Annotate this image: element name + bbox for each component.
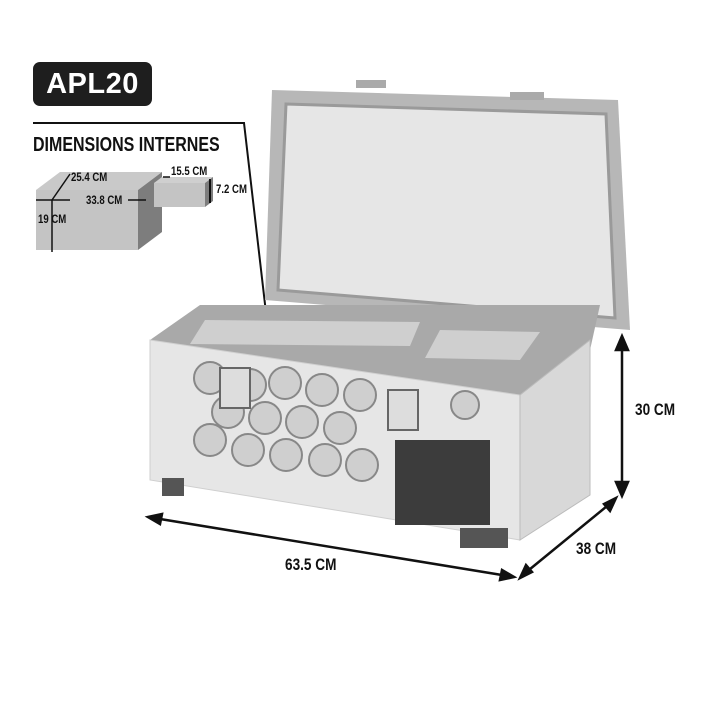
external-length-label: 63.5 CM: [285, 555, 337, 574]
internal-dimensions-title: DIMENSIONS INTERNES: [33, 134, 220, 156]
cooler-lid: [265, 80, 630, 330]
external-depth-label: 38 CM: [576, 539, 617, 558]
model-badge: APL20: [33, 62, 152, 106]
small-compartment-height-label: 7.2 CM: [216, 182, 247, 196]
external-height-label: 30 CM: [635, 400, 676, 419]
internal-depth-label: 25.4 CM: [71, 170, 108, 184]
small-compartment-width-label: 15.5 CM: [171, 164, 208, 178]
internal-dimension-diagram: [36, 172, 213, 252]
internal-height-label: 19 CM: [38, 212, 67, 226]
pointer-line: [33, 122, 269, 331]
dimension-arrows: [144, 332, 630, 582]
internal-width-label: 33.8 CM: [86, 193, 123, 207]
cooler-body: [149, 305, 600, 548]
